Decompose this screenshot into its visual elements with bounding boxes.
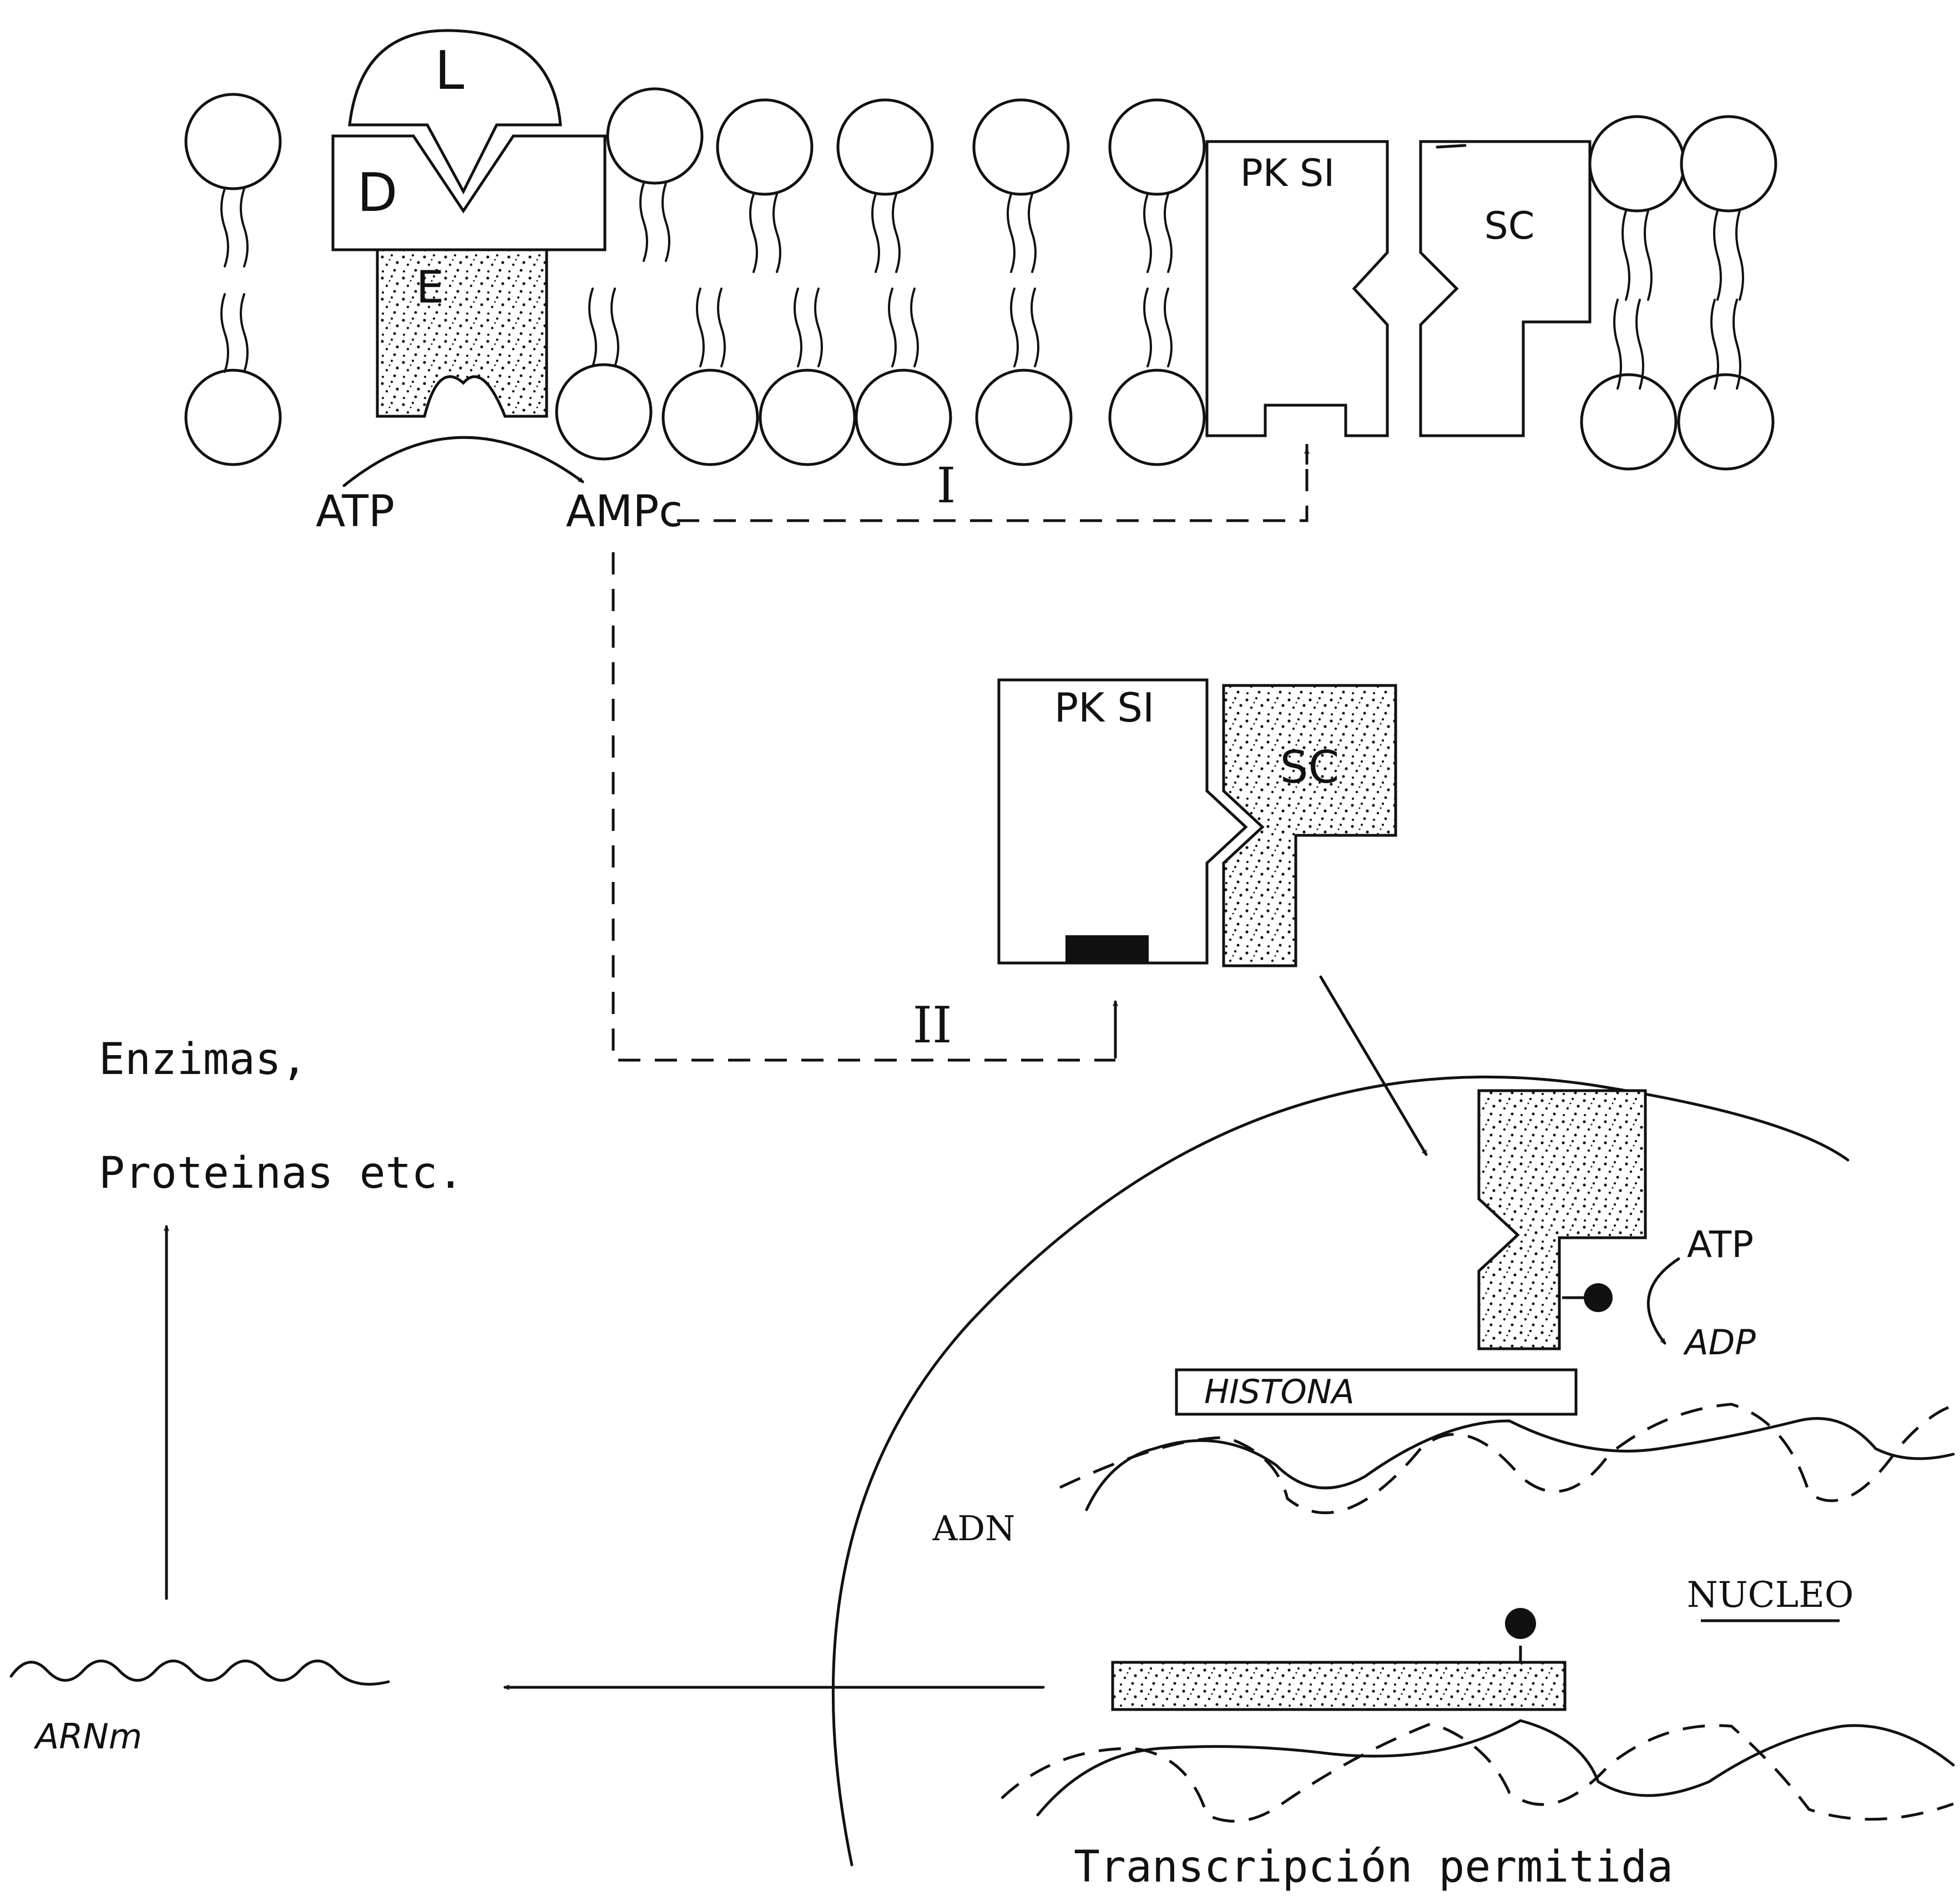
histone-label: HISTONA [1204, 1373, 1355, 1411]
ligand-label: L [435, 41, 464, 102]
dna-strand-solid-lower [1038, 1721, 1953, 1815]
protein-kinase-inactive: PK SI SC [1207, 142, 1590, 436]
catalytic-subunit-nucleus [1479, 1091, 1645, 1349]
protein-kinase-dissociated: PK SI SC [999, 680, 1426, 1154]
histone-phosphorylated-bar [1113, 1662, 1565, 1710]
phosphate-icon-histone [1505, 1608, 1536, 1639]
nucleus-label: NUCLEO [1687, 1575, 1854, 1616]
adp-label: ADP [1683, 1322, 1756, 1363]
path-one-line [677, 444, 1307, 521]
pk-si-label-top: PK SI [1240, 152, 1335, 195]
pk-si-label-free: PK SI [1054, 684, 1154, 731]
atp-to-camp-arrow [344, 437, 583, 486]
sc-label-top: SC [1484, 204, 1535, 248]
path-one-label: I [937, 457, 956, 514]
transcription-label: Transcripción permitida [1074, 1842, 1673, 1892]
catalytic-subunit [1421, 142, 1590, 436]
atp-to-adp-arrow [1648, 1259, 1679, 1343]
enzyme-label: E [416, 261, 444, 313]
enzyme-block [377, 247, 547, 416]
mrna-strand [11, 1661, 388, 1685]
proteins-label: Proteinas etc. [99, 1148, 463, 1198]
sc-label-free: SC [1280, 742, 1340, 793]
phosphate-icon [1584, 1283, 1613, 1312]
atp-label-top: ATP [316, 487, 395, 537]
dna-strand-dashed-lower [1002, 1723, 1953, 1821]
receptor-label: D [357, 163, 397, 224]
path-two-label: II [912, 996, 952, 1055]
subunit-mark [1437, 145, 1465, 147]
nuclear-envelope [833, 1077, 1848, 1865]
dna-label: ADN [932, 1508, 1016, 1549]
camp-label: AMPc [566, 487, 683, 537]
bound-camp-block [1065, 935, 1149, 962]
receptor-complex: L D E [333, 31, 605, 416]
mrna-label: ARNm [33, 1716, 142, 1757]
nucleus: ATP ADP HISTONA ADN NUCLEO Transcripción… [833, 1077, 1959, 1892]
catalytic-subunit-free [1224, 685, 1396, 966]
atp-label-nucleus: ATP [1687, 1223, 1754, 1266]
enzymes-label: Enzimas, [99, 1035, 307, 1085]
to-nucleus-arrow [1321, 977, 1426, 1154]
dna-strand-solid-upper [1087, 1419, 1953, 1510]
